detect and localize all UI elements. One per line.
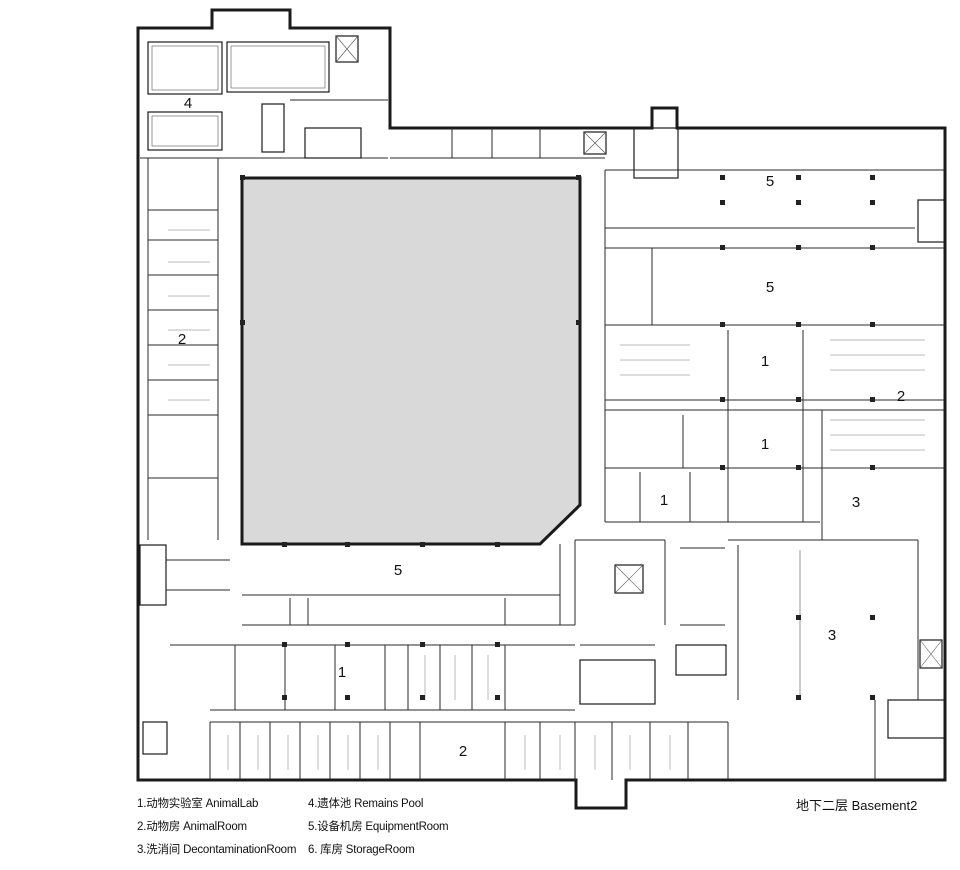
legend-column-2: 4.遗体池 Remains Pool 5.设备机房 EquipmentRoom … (308, 793, 449, 862)
pool-wing (140, 35, 388, 159)
room-label-2-east: 2 (897, 388, 905, 405)
legend-item-remains-pool: 4.遗体池 Remains Pool (308, 798, 424, 810)
outer-wall (136, 8, 947, 810)
legend-item-animal-room: 2.动物房 AnimalRoom (137, 821, 247, 833)
room-label-3-east-b: 3 (828, 627, 836, 644)
room-label-1-east-c: 1 (660, 492, 668, 509)
legend-item-storage-room: 6. 库房 StorageRoom (308, 844, 415, 856)
legend-item-decontamination-room: 3.洗消间 DecontaminationRoom (137, 844, 297, 856)
room-label-5-east-mid: 5 (766, 279, 774, 296)
room-label-1-east-b: 1 (761, 436, 769, 453)
room-label-5-center: 5 (394, 562, 402, 579)
room-label-4-pool: 4 (184, 95, 192, 112)
room-labels: 4 2 5 5 1 2 1 1 3 5 3 1 2 (178, 95, 905, 760)
room-label-5-east-top: 5 (766, 173, 774, 190)
room-label-2-west: 2 (178, 331, 186, 348)
courtyard (240, 176, 582, 546)
west-wing (139, 158, 230, 755)
legend-item-equipment-room: 5.设备机房 EquipmentRoom (308, 821, 449, 833)
room-label-3-east-a: 3 (852, 494, 860, 511)
room-label-2-south: 2 (459, 743, 467, 760)
east-wing (604, 169, 946, 739)
north-strip (390, 127, 679, 179)
center-core (242, 539, 725, 626)
legend-item-animal-lab: 1.动物实验室 AnimalLab (137, 798, 259, 810)
structural-columns (240, 175, 875, 700)
room-label-1-south: 1 (338, 664, 346, 681)
room-label-1-east-a: 1 (761, 353, 769, 370)
legend-column-1: 1.动物实验室 AnimalLab 2.动物房 AnimalRoom 3.洗消间… (137, 793, 296, 862)
south-wing (170, 644, 876, 780)
floor-title: 地下二层 Basement2 (796, 798, 918, 813)
